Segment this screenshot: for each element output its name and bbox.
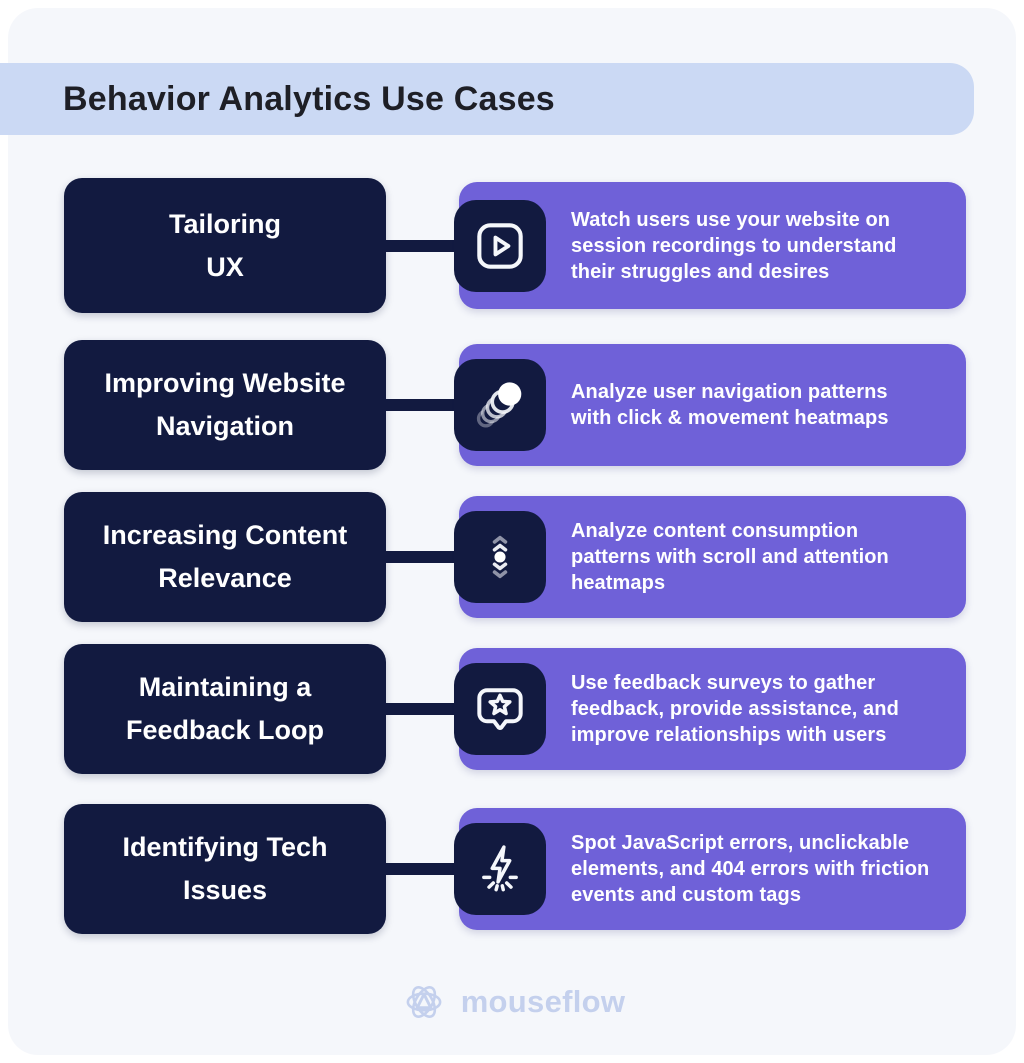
use-case-title-box: Improving Website Navigation	[64, 340, 386, 470]
use-case-description: Analyze content consumption patterns wit…	[571, 520, 889, 594]
use-case-title-line1: Maintaining a	[138, 672, 312, 702]
cursor-trail-icon	[476, 382, 522, 428]
use-case-row-tech-issues: Identifying Tech Issues Spot JavaScript …	[64, 804, 966, 934]
page-title: Behavior Analytics Use Cases	[63, 80, 555, 118]
icon-tile	[454, 663, 546, 755]
lightning-friction-icon	[482, 845, 518, 892]
icon-tile	[454, 823, 546, 915]
header-band: Behavior Analytics Use Cases	[0, 63, 974, 135]
use-case-row-feedback-loop: Maintaining a Feedback Loop Use feedback…	[64, 644, 966, 774]
connector-line	[380, 703, 460, 715]
use-case-title-line2: Feedback Loop	[125, 715, 325, 745]
use-case-row-content-relevance: Increasing Content Relevance Analyze con…	[64, 492, 966, 622]
connector-line	[380, 551, 460, 563]
use-case-title-line1: Increasing Content	[102, 520, 348, 550]
use-case-title-box: Tailoring UX	[64, 178, 386, 313]
use-case-description: Analyze user navigation patterns with cl…	[571, 381, 889, 429]
use-case-title-box: Increasing Content Relevance	[64, 492, 386, 622]
use-case-title-box: Maintaining a Feedback Loop	[64, 644, 386, 774]
use-case-description: Use feedback surveys to gather feedback,…	[571, 672, 899, 746]
use-case-title-line2: Relevance	[158, 563, 292, 593]
use-case-description: Spot JavaScript errors, unclickable elem…	[571, 832, 930, 906]
use-case-description: Watch users use your website on session …	[571, 208, 897, 283]
connector-line	[380, 239, 460, 252]
feedback-star-bubble-icon	[477, 688, 523, 730]
icon-tile	[454, 359, 546, 451]
brand-wordmark: mouseflow	[460, 984, 626, 1019]
use-case-title-box: Identifying Tech Issues	[64, 804, 386, 934]
connector-line	[380, 863, 460, 875]
use-case-row-website-navigation: Improving Website Navigation Analyze use…	[64, 340, 966, 470]
icon-tile	[454, 199, 546, 292]
use-case-description-box: Watch users use your website on session …	[459, 182, 966, 309]
use-case-title-line2: Navigation	[155, 411, 295, 441]
scroll-indicator-icon	[492, 535, 508, 579]
connector-line	[380, 399, 460, 411]
use-case-row-tailoring-ux: Tailoring UX Watch users use your websit…	[64, 178, 966, 313]
icon-tile	[454, 511, 546, 603]
session-recording-play-icon	[477, 222, 523, 269]
use-case-title-line2: UX	[206, 251, 244, 282]
use-case-title-line2: Issues	[182, 875, 268, 905]
use-case-title-line1: Tailoring	[169, 208, 281, 239]
use-case-title-line1: Improving Website	[104, 368, 346, 398]
use-case-title-line1: Identifying Tech	[122, 832, 328, 862]
mouseflow-logo-icon	[406, 986, 442, 1018]
brand-footer: mouseflow	[0, 974, 1024, 1030]
